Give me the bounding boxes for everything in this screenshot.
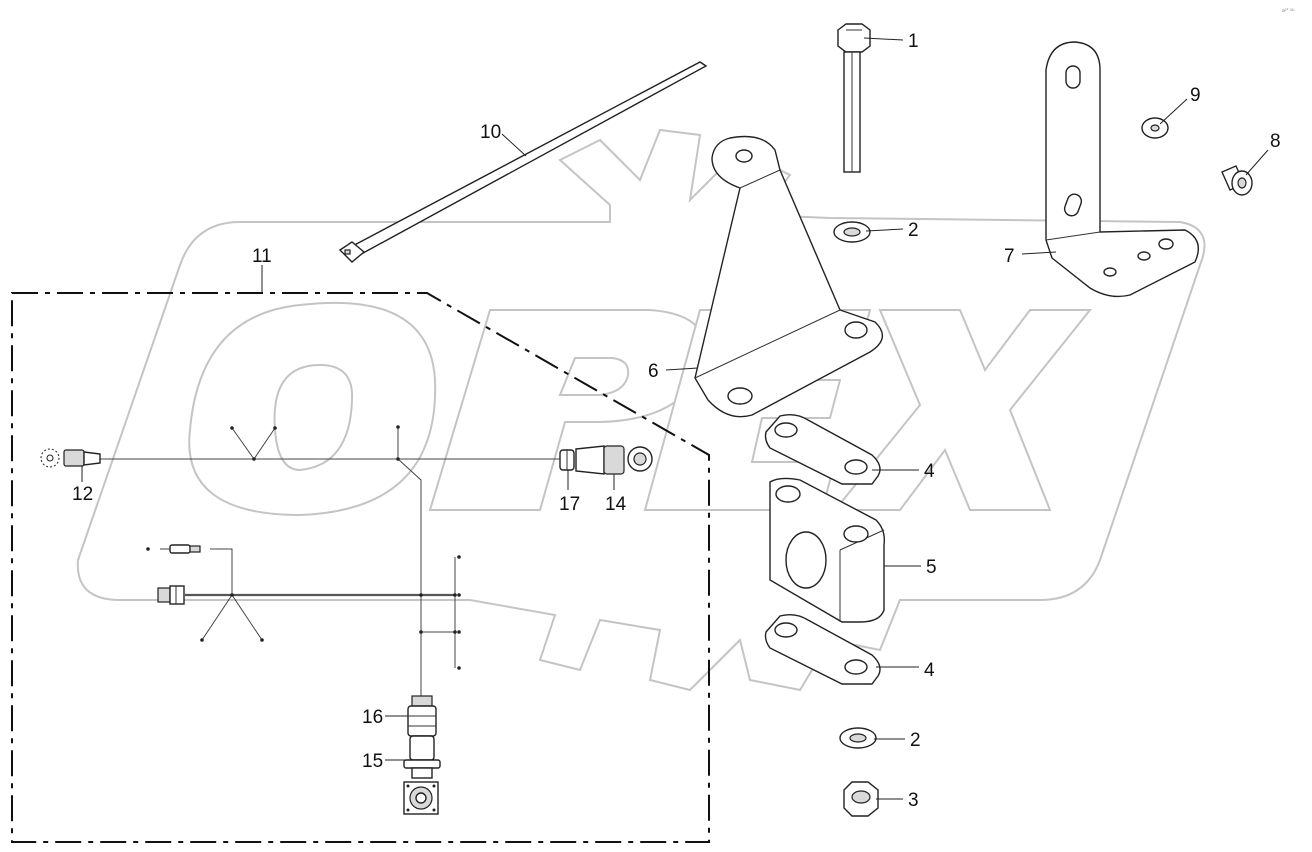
- callout-5: 5: [926, 557, 937, 578]
- leader-lines: [81, 37, 1269, 800]
- callout-17: 17: [559, 494, 580, 515]
- callout-9: 9: [1190, 85, 1201, 106]
- callout-10: 10: [480, 122, 501, 143]
- cap-part-8: [1221, 165, 1253, 196]
- watermark-logo: [76, 128, 1206, 692]
- callout-6: 6: [648, 361, 659, 382]
- inline-fuse-connector: [169, 544, 201, 554]
- plug-connector-left: [157, 585, 185, 605]
- wire-nodes: [146, 425, 461, 670]
- connector-part-15: [403, 735, 441, 779]
- clamp-block-part-5: [769, 477, 886, 623]
- square-flange-socket: [403, 781, 439, 815]
- connector-part-16: [407, 695, 437, 737]
- bolt-part-1: [837, 23, 871, 173]
- washer-part-9: [1141, 117, 1169, 139]
- connector-part-17: [559, 449, 575, 471]
- callout-8: 8: [1270, 131, 1281, 152]
- corner-mark: a²° ³²¹: [1282, 8, 1295, 14]
- wiring-harness: [100, 425, 560, 700]
- washer-part-2-upper: [833, 221, 871, 243]
- clamp-plate-part-4-upper: [764, 413, 881, 485]
- nut-part-3: [843, 781, 879, 817]
- callout-16: 16: [362, 707, 383, 728]
- callout-labels: 1 2 2 3 4 4 5 6 7 8 9 10 11 12 14 15 16 …: [72, 31, 1281, 811]
- callout-1: 1: [908, 31, 919, 52]
- callout-14: 14: [605, 494, 627, 515]
- callout-4-upper: 4: [924, 461, 935, 482]
- callout-2-lower: 2: [910, 730, 921, 751]
- connector-part-12: [40, 448, 101, 468]
- harness-boundary-part-11: [11, 292, 710, 843]
- callout-12: 12: [72, 484, 93, 505]
- callout-3: 3: [908, 790, 919, 811]
- callout-2-upper: 2: [908, 220, 919, 241]
- callout-7: 7: [1004, 246, 1015, 267]
- washer-part-2-lower: [839, 727, 877, 749]
- callout-11: 11: [252, 246, 272, 267]
- bracket-part-6: [694, 135, 883, 418]
- watermark-letter-o: [188, 301, 437, 517]
- connector-part-14: [575, 445, 653, 475]
- bracket-part-7: [1045, 41, 1199, 298]
- cable-tie-part-10: [338, 61, 708, 263]
- clamp-plate-part-4-lower: [764, 613, 881, 685]
- callout-4-lower: 4: [924, 660, 935, 681]
- callout-15: 15: [362, 751, 383, 772]
